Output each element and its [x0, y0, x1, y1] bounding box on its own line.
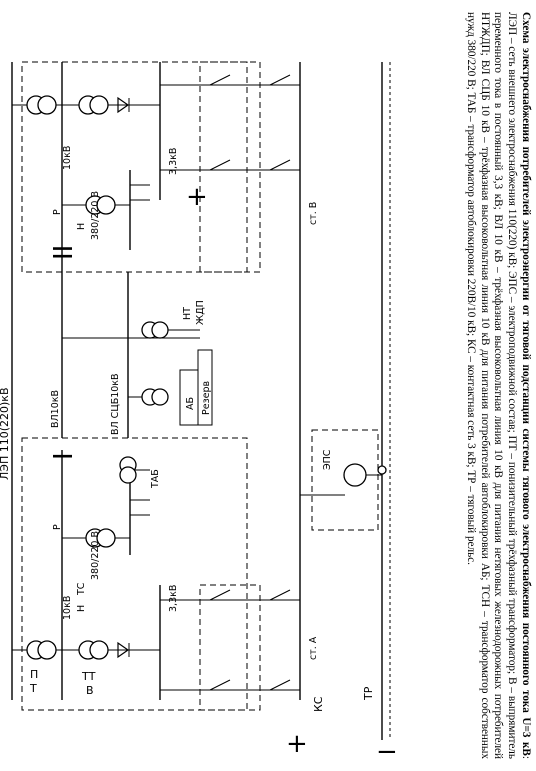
rectifier-a-diode [117, 641, 130, 659]
label-10kv-v: 10кВ [62, 146, 73, 170]
tt-a-ring-2 [89, 640, 109, 660]
label-n-a: Н [76, 605, 87, 612]
label-380-a: 380/220 В [90, 531, 101, 580]
substation-a-box [21, 437, 248, 711]
label-zhdp: ЖДП [195, 300, 206, 325]
label-st-a: ст. А [308, 636, 319, 660]
label-33kv-a: 3,3кВ [168, 585, 179, 612]
label-380-v: 380/220 В [90, 191, 101, 240]
nt-ring-2 [151, 321, 169, 339]
minus-sign: − [376, 737, 398, 767]
rectifier-v-box [199, 61, 261, 273]
label-p: П [30, 668, 38, 681]
pt-v-ring-2 [37, 95, 57, 115]
label-ks: КС [312, 696, 325, 712]
eps-wheel [377, 465, 387, 475]
plus-sign-a: + [286, 729, 308, 759]
rezerv-box [197, 349, 213, 426]
traction-substation-diagram: ЛЭП 110(220)кВ П Т 10кВ ТТ В 3,3кВ ст. А… [0, 61, 398, 767]
ab-ring-2 [151, 388, 169, 406]
label-r-v: Р [52, 209, 63, 215]
label-eps: ЭПС [322, 449, 333, 470]
lep-label: ЛЭП 110(220)кВ [0, 388, 11, 481]
rectifier-a-box [199, 584, 261, 711]
plus-sign-v: + [186, 182, 208, 212]
label-r-a: Р [52, 524, 63, 530]
eps-box [311, 429, 379, 531]
label-section-2: II [49, 245, 79, 260]
tab-ring-2 [119, 466, 137, 484]
label-33kv-v: 3,3кВ [168, 148, 179, 175]
caption-title: Схема электроснабжения потребителей элек… [520, 12, 532, 756]
eps-motor [343, 463, 367, 487]
label-rezerv: Резерв [201, 381, 212, 416]
substation-v-box [21, 61, 248, 273]
label-st-v: ст. В [308, 202, 319, 225]
label-tt: ТТ [81, 670, 96, 683]
label-ab: АБ [185, 397, 196, 410]
rectifier-v-diode [117, 96, 130, 114]
label-v-a: В [86, 684, 94, 697]
label-10kv-a: 10кВ [62, 596, 73, 620]
figure-caption: Схема электроснабжения потребителей элек… [400, 0, 536, 771]
label-tr: ТР [362, 686, 375, 701]
label-n-v: Н [76, 223, 87, 230]
label-t: Т [29, 682, 37, 695]
label-section-1: I [49, 452, 79, 460]
label-nt: НТ [182, 307, 193, 320]
pt-a-ring-2 [37, 640, 57, 660]
label-vl10: ВЛ10кВ [50, 390, 61, 428]
label-tsn-a: ТС [76, 582, 87, 596]
tt-v-ring-2 [89, 95, 109, 115]
label-vl-scb: ВЛ СЦБ10кВ [110, 373, 121, 435]
label-tab: ТАБ [150, 469, 161, 489]
